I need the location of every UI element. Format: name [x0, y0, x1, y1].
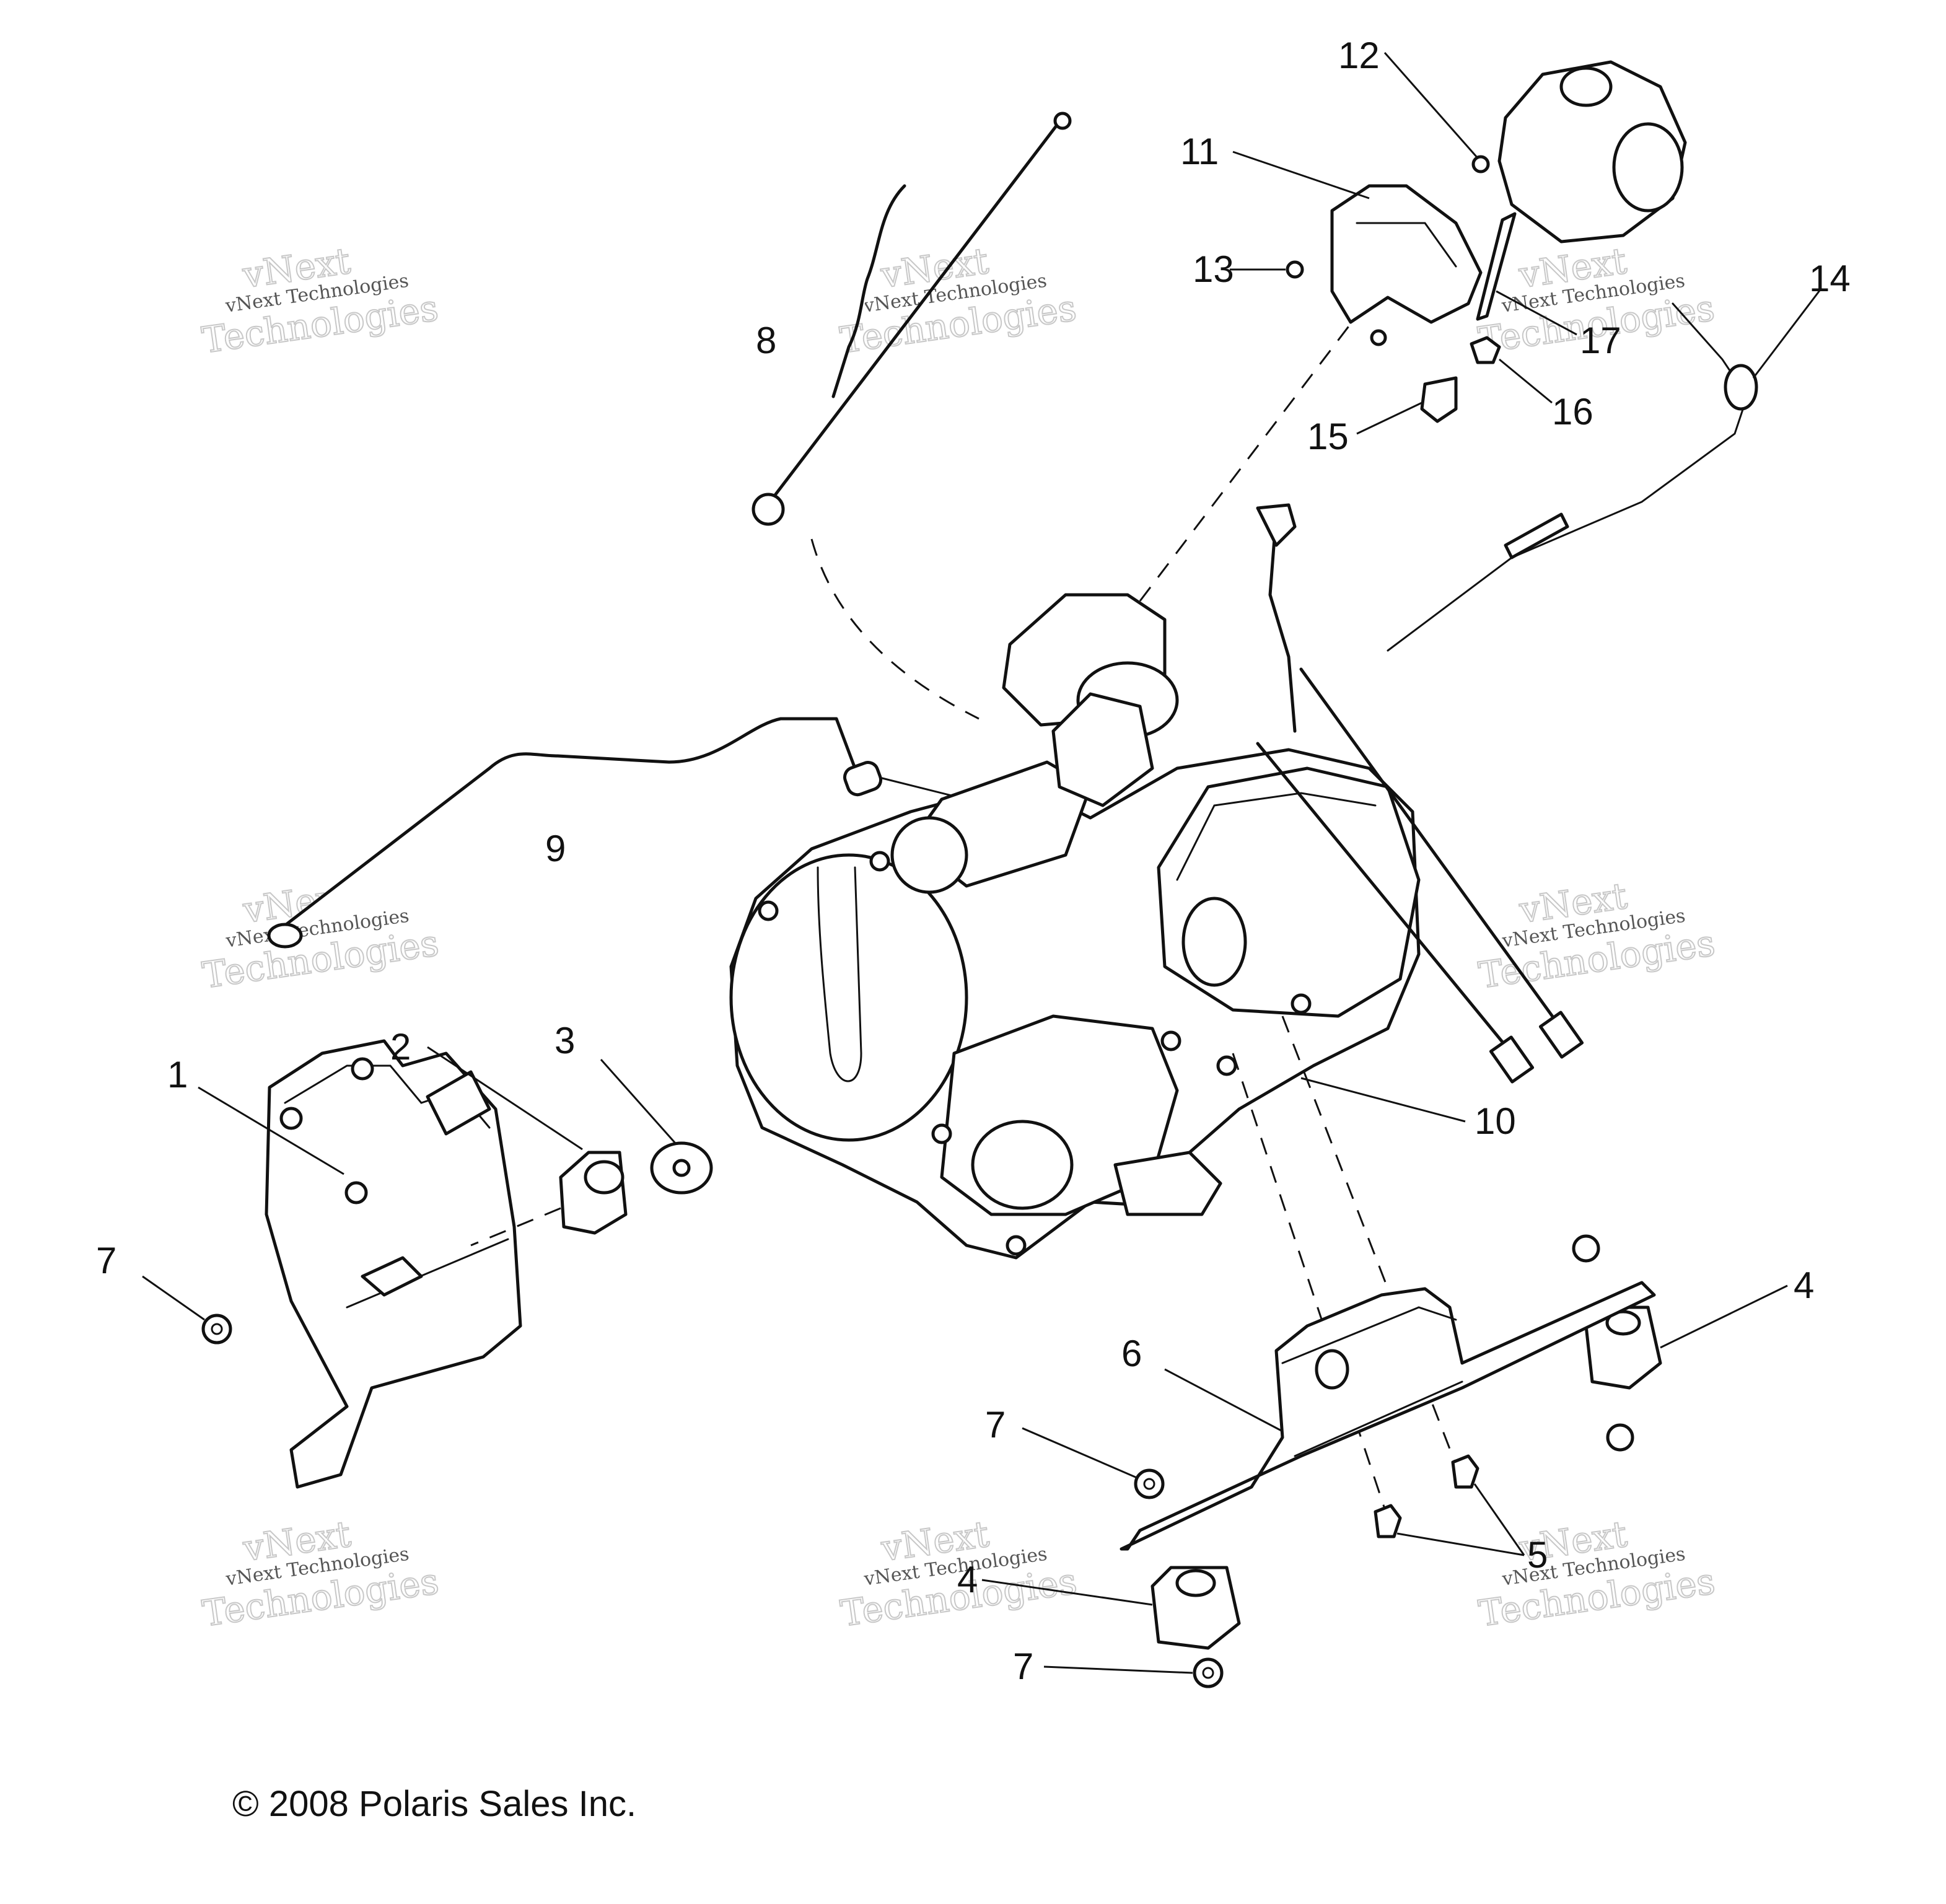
callout-9: 9: [545, 828, 566, 869]
callout-17: 17: [1580, 320, 1621, 361]
watermark-bottom-center: vNext vNext Technologies Technologies: [838, 1512, 1080, 1636]
callout-1: 1: [167, 1054, 188, 1095]
callout-3: 3: [554, 1020, 575, 1061]
callout-11: 11: [1180, 131, 1219, 172]
callout-2: 2: [390, 1026, 411, 1068]
part-1-bracket: [198, 1039, 522, 1489]
part-4-rubber-mount-right: [1584, 1284, 1788, 1390]
watermark-bottom-right: vNext vNext Technologies Technologies: [1476, 1512, 1719, 1636]
part-7-nut-bottom: [1043, 1657, 1224, 1688]
part-11-cover-bracket: [1232, 151, 1483, 324]
callout-8: 8: [756, 320, 776, 361]
callout-14: 14: [1809, 258, 1851, 299]
copyright-symbol: ©: [232, 1784, 259, 1824]
part-10-engine-assembly: [729, 291, 1584, 1537]
callout-7-center: 7: [985, 1404, 1006, 1446]
part-8-breather-tubes: [752, 112, 1072, 720]
callout-12: 12: [1338, 35, 1380, 76]
callout-4-lower: 4: [957, 1559, 978, 1600]
part-6-crossmember: [1120, 1281, 1656, 1551]
part-4-rubber-mount-lower: [981, 1566, 1241, 1650]
part-7-nut-left: [142, 1275, 232, 1345]
watermark-top-center: vNext vNext Technologies Technologies: [837, 239, 1080, 362]
part-15-sensor: [1356, 376, 1458, 435]
callout-13: 13: [1193, 248, 1234, 290]
callout-4-right: 4: [1794, 1265, 1814, 1306]
callout-7-left: 7: [96, 1240, 116, 1281]
copyright-text: 2008 Polaris Sales Inc.: [268, 1784, 637, 1824]
watermark-top-left: vNext vNext Technologies Technologies: [199, 239, 442, 362]
watermark-middle-right: vNext vNext Technologies Technologies: [1476, 874, 1719, 998]
callout-7-bottom: 7: [1013, 1646, 1033, 1687]
callout-5: 5: [1527, 1534, 1548, 1576]
part-5-bolts: [1374, 1454, 1525, 1556]
part-13-screw: [1230, 260, 1387, 346]
copyright-notice: © 2008 Polaris Sales Inc.: [232, 1783, 636, 1825]
part-12-throttle-body: [1383, 52, 1687, 243]
part-16-nut: [1470, 336, 1553, 404]
part-7-nut-center: [1022, 1427, 1165, 1499]
callout-10: 10: [1475, 1100, 1516, 1142]
part-7-nut-top-right: [1572, 1234, 1634, 1452]
part-2-rubber-mount: [427, 1046, 628, 1247]
callout-6: 6: [1121, 1333, 1142, 1374]
callout-15: 15: [1307, 416, 1349, 457]
callout-16: 16: [1552, 391, 1593, 432]
part-14-throttle-cable: [1387, 287, 1823, 652]
part-3-washer: [600, 1059, 713, 1195]
part-17-tube: [1476, 212, 1577, 336]
part-9-wire-harness: [267, 717, 967, 949]
watermark-bottom-left: vNext vNext Technologies Technologies: [199, 1512, 442, 1636]
